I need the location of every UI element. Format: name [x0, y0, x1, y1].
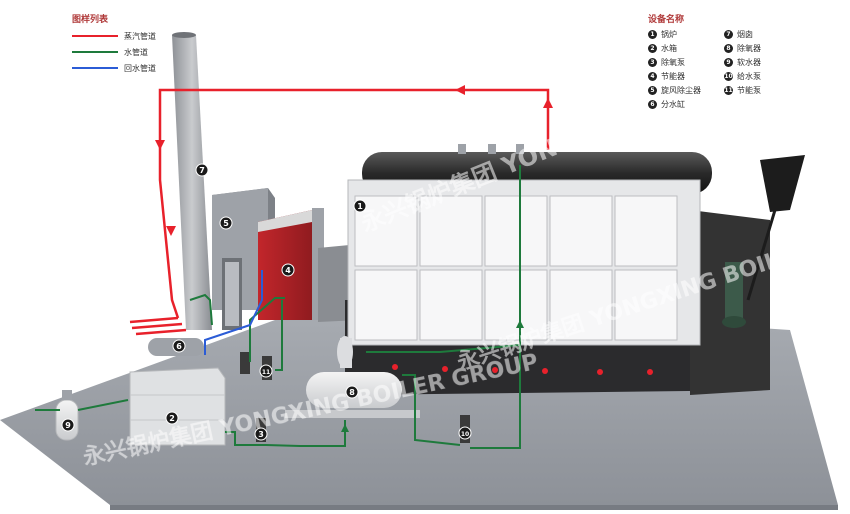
equipment-item: 1 锅炉 [648, 27, 748, 41]
callout-3: 3 [254, 427, 268, 441]
equipment-number-badge: 1 [648, 29, 657, 39]
pump-11b [240, 352, 250, 374]
callout-badge [195, 163, 209, 177]
callout-number: 5 [223, 219, 229, 228]
legend-swatch [72, 35, 118, 37]
equipment-label: 除氧泵 [661, 57, 685, 67]
equipment-item: 5 旋风除尘器 [648, 83, 748, 97]
legend-return-pipe: 回水管道 [72, 62, 156, 74]
equipment-item: 4 节能器 [648, 69, 748, 83]
callout-7: 7 [195, 163, 209, 177]
callout-number: 4 [285, 266, 291, 275]
equipment-label: 分水缸 [661, 99, 685, 109]
equipment-number-badge: 11 [724, 85, 733, 95]
equipment-number-badge: 6 [648, 99, 657, 109]
equipment-number-badge: 5 [648, 85, 657, 95]
equipment-item: 9 软水器 [724, 55, 824, 69]
water-tank-2 [129, 367, 226, 446]
callout-10: 10 [458, 426, 472, 440]
legend-swatch [72, 67, 118, 69]
equipment-item: 10 给水泵 [724, 69, 824, 83]
feed-hopper [722, 155, 805, 328]
equipment-number-badge: 10 [724, 71, 733, 81]
callout-badge [345, 385, 359, 399]
equipment-item: 8 除氧器 [724, 41, 824, 55]
callout-5: 5 [219, 216, 233, 230]
equipment-item: 7 烟囱 [724, 27, 824, 41]
callout-number: 1 [357, 202, 363, 211]
equipment-label: 水箱 [661, 43, 677, 53]
chimney-7 [172, 32, 212, 330]
callout-badge [219, 216, 233, 230]
callout-number: 2 [169, 414, 175, 423]
callout-6: 6 [172, 339, 186, 353]
callout-9: 9 [61, 418, 75, 432]
callout-number: 7 [199, 166, 205, 175]
equipment-number-badge: 2 [648, 43, 657, 53]
callout-number: 11 [262, 369, 270, 376]
callout-badge [353, 199, 367, 213]
equipment-item: 3 除氧泵 [648, 55, 748, 69]
callout-badge [281, 263, 295, 277]
equipment-label: 给水泵 [737, 71, 761, 81]
equipment-list-right: 7 烟囱 8 除氧器 9 软水器 10 给水泵 11 节能泵 [724, 27, 824, 97]
equipment-label: 节能泵 [737, 85, 761, 95]
callout-1: 1 [353, 199, 367, 213]
equipment-number-badge: 9 [724, 57, 733, 67]
callout-number: 8 [349, 388, 355, 397]
equipment-item: 6 分水缸 [648, 97, 748, 111]
callout-number: 10 [461, 431, 469, 438]
callout-number: 9 [65, 421, 71, 430]
equipment-number-badge: 7 [724, 29, 733, 39]
equipment-item: 2 水箱 [648, 41, 748, 55]
callout-8: 8 [345, 385, 359, 399]
equipment-label: 除氧器 [737, 43, 761, 53]
callouts: 1 2 3 4 5 6 7 8 9 10 11 [61, 163, 472, 441]
callout-badge [259, 364, 273, 378]
equipment-label: 烟囱 [737, 29, 753, 39]
callout-badge [165, 411, 179, 425]
equipment-label: 软水器 [737, 57, 761, 67]
callout-2: 2 [165, 411, 179, 425]
boiler-1 [345, 144, 770, 395]
equipment-label: 节能器 [661, 71, 685, 81]
callout-number: 3 [258, 430, 264, 439]
callout-badge [458, 426, 472, 440]
callout-badge [254, 427, 268, 441]
legend-swatch [72, 51, 118, 53]
equipment-number-badge: 3 [648, 57, 657, 67]
equipment-list-left: 1 锅炉 2 水箱 3 除氧泵 4 节能器 5 旋风除尘器 6 分水缸 [648, 27, 748, 111]
water-pipe-a [470, 165, 521, 449]
equipment-item: 11 节能泵 [724, 83, 824, 97]
callout-11: 11 [259, 364, 273, 378]
return-pipe [204, 270, 263, 355]
legend-title: 图样列表 [72, 15, 109, 25]
legend-water-pipe: 水管道 [72, 46, 148, 58]
callout-number: 6 [176, 342, 182, 351]
legend-label: 蒸汽管道 [124, 31, 156, 41]
legend-steam-pipe: 蒸汽管道 [72, 30, 156, 42]
callout-badge [61, 418, 75, 432]
legend-label: 水管道 [124, 47, 148, 57]
callout-badge [172, 339, 186, 353]
equipment-label: 锅炉 [661, 29, 677, 39]
callout-4: 4 [281, 263, 295, 277]
equipment-label: 旋风除尘器 [661, 85, 701, 95]
equipment-list-title: 设备名称 [648, 15, 685, 25]
equipment-number-badge: 8 [724, 43, 733, 53]
equipment-number-badge: 4 [648, 71, 657, 81]
legend-label: 回水管道 [124, 63, 156, 73]
